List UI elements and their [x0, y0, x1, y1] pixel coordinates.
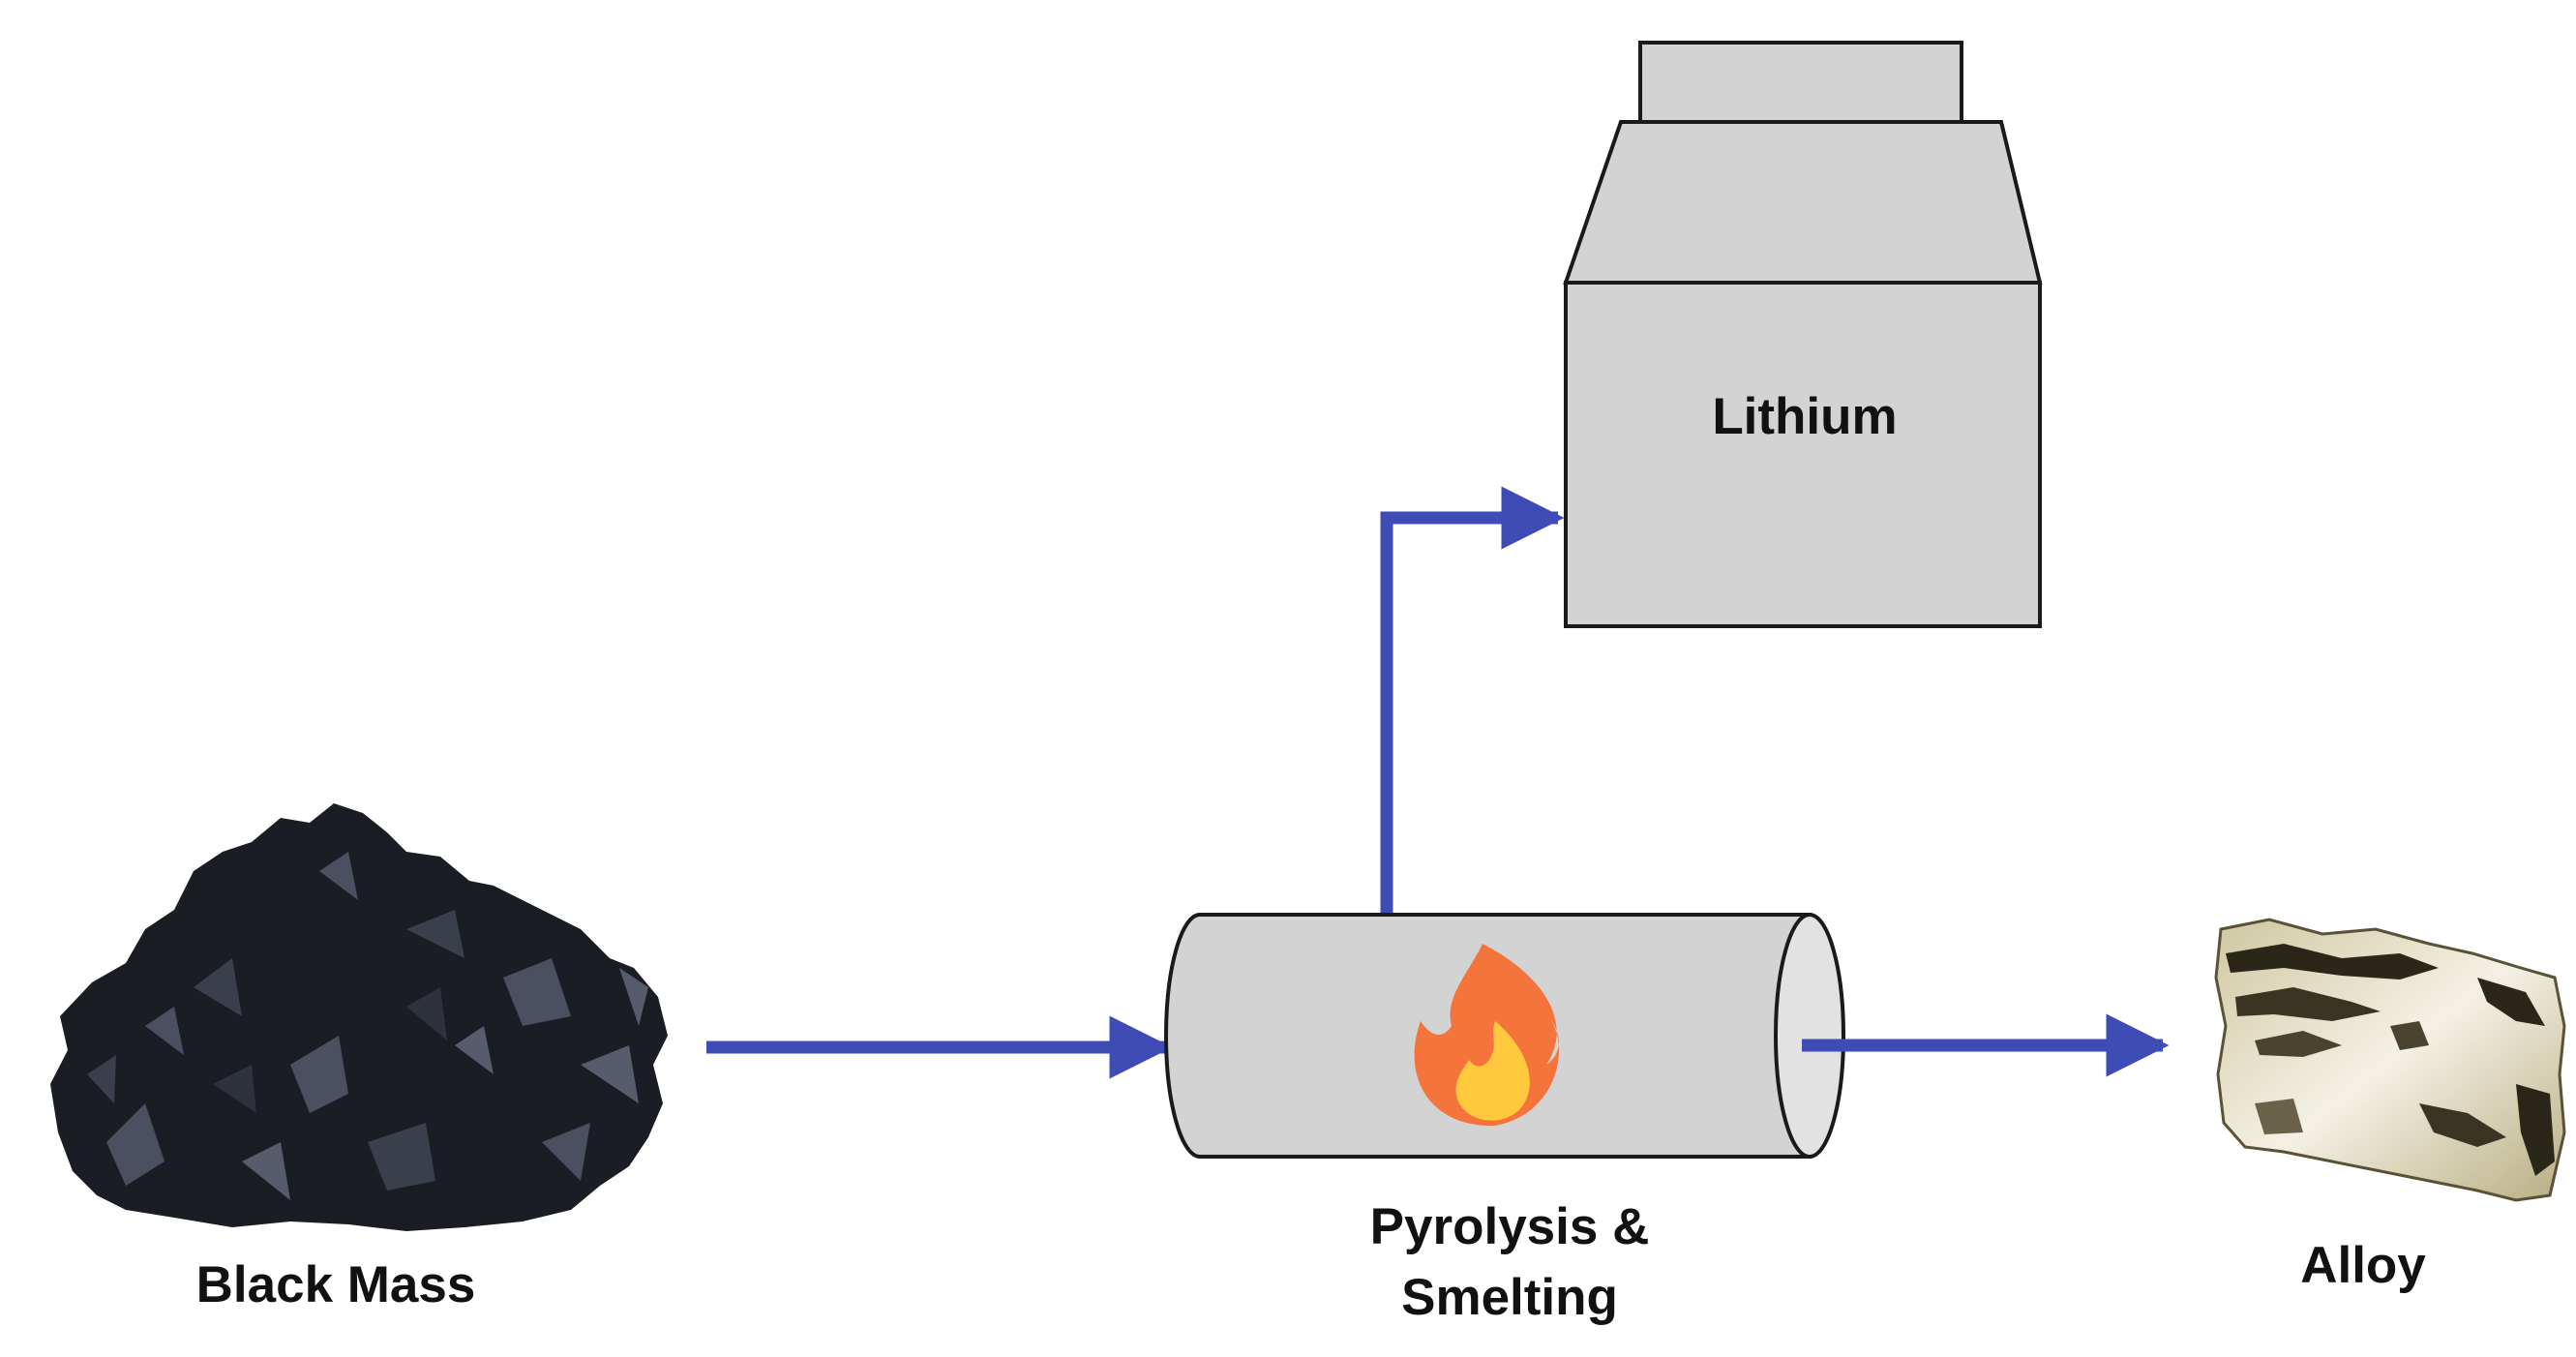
furnace-stack-icon — [1563, 41, 2043, 628]
lithium-label: Lithium — [1712, 388, 1897, 445]
process-label-line1: Pyrolysis & — [1370, 1198, 1650, 1255]
alloy-nugget-icon — [2214, 918, 2566, 1202]
alloy-label: Alloy — [2300, 1237, 2426, 1294]
arrow-vessel-to-lithium — [1380, 486, 1565, 915]
black-mass-pile-icon — [50, 803, 668, 1231]
black-mass-label: Black Mass — [196, 1256, 476, 1313]
process-label-line2: Smelting — [1401, 1269, 1618, 1326]
flame-icon — [1414, 944, 1559, 1127]
